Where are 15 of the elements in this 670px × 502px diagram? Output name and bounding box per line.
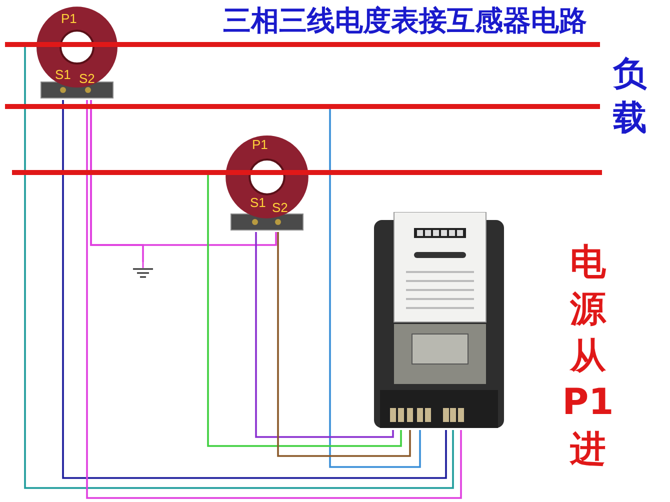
wire [329,109,421,468]
wire [90,100,144,262]
terminal-label: S1 [55,68,71,82]
diagram-title: 三相三线电度表接互感器电路 [222,3,588,39]
side-note: 电源从P1进 [561,241,615,472]
wire [24,47,454,489]
terminal-label: S2 [272,201,288,215]
terminal-label: P1 [61,12,77,26]
terminal-label: S1 [250,196,266,210]
wire [255,232,394,438]
terminal-label: S2 [79,72,95,86]
terminal-label: P1 [252,138,268,152]
side-note: 负载 [612,53,648,140]
wire [277,232,411,457]
wire [207,175,402,447]
